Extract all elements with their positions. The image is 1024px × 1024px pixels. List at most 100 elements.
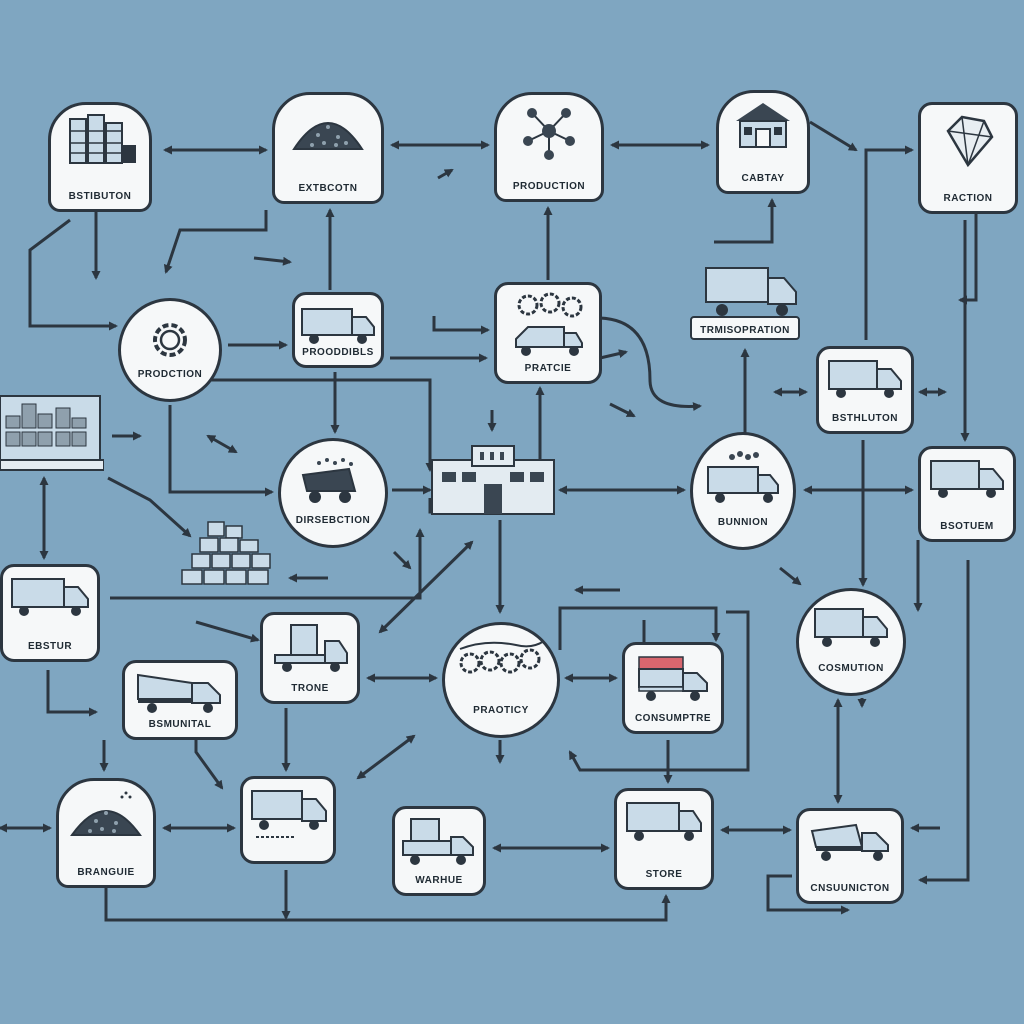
dump-truck-icon	[301, 458, 357, 503]
flow-arrow	[168, 405, 274, 497]
truck-icon	[930, 460, 1004, 498]
flow-arrow	[766, 874, 850, 915]
node-label: BSOTUEM	[940, 521, 994, 532]
flow-arrow	[107, 476, 192, 538]
node-consumption: CONSUMPTRE	[622, 642, 724, 734]
gears-truck-icon	[515, 292, 583, 356]
node-procedure: PROODDIBLS	[292, 292, 384, 368]
truck-icon	[707, 451, 779, 503]
node-label: DIRSEBCTION	[295, 515, 371, 526]
flow-arrow	[432, 316, 490, 335]
truck-icon	[274, 624, 348, 672]
node-label: COSMUTION	[818, 663, 884, 674]
flow-arrow	[568, 610, 750, 772]
flow-arrow	[104, 880, 671, 922]
node-ebstur: EBSTUR	[0, 564, 100, 662]
node-label: TRMISOPRATION	[700, 325, 790, 336]
molecule-icon	[523, 108, 575, 160]
flow-arrow	[194, 740, 224, 790]
warehouse-stacks-icon	[0, 395, 104, 471]
warehouse-boxes-icon	[69, 114, 136, 164]
flow-arrow	[206, 434, 238, 454]
boxes-stack-icon	[181, 521, 271, 585]
flow-arrow	[163, 210, 268, 274]
ore-pile-icon	[70, 791, 142, 836]
flow-arrow	[714, 198, 777, 244]
node-raction: RACTION	[918, 102, 1018, 214]
node-label: CNSUUNICTON	[810, 883, 890, 894]
node-label: CONSUMPTRE	[634, 713, 712, 724]
truck-icon	[638, 656, 708, 701]
node-label: WARHUE	[415, 875, 463, 886]
node-label: PRATCIE	[524, 363, 572, 374]
node-cosumtion: COSMUTION	[796, 588, 906, 696]
node-extraction-top: EXTBCOTN	[272, 92, 384, 204]
flow-arrow	[864, 145, 914, 340]
node-label: EXTBCOTN	[298, 183, 358, 194]
flow-arrow	[437, 168, 454, 180]
node-factory: PRAOTICY	[442, 622, 560, 738]
node-label: CABTAY	[741, 173, 785, 184]
flow-arrow	[599, 349, 628, 360]
flatbed-truck-icon	[137, 673, 221, 713]
node-label: BSTIBUTON	[68, 191, 132, 202]
dump-truck-icon	[810, 823, 889, 861]
node-bottom-right: BSOTUEM	[918, 446, 1016, 542]
gears-icon	[459, 640, 545, 674]
flow-arrow	[918, 560, 970, 885]
node-distribution-top: BSTIBUTON	[48, 102, 152, 212]
flow-arrow	[46, 670, 98, 717]
node-label: BSMUNITAL	[148, 719, 212, 730]
flow-arrow	[392, 550, 412, 570]
truck-icon	[705, 267, 797, 316]
node-label: PRODCTION	[137, 369, 203, 380]
flow-arrow	[28, 218, 118, 331]
node-label: TRONE	[291, 683, 329, 694]
flow-arrow	[609, 402, 636, 418]
node-label: STORE	[645, 869, 683, 880]
flow-arrow	[599, 316, 702, 412]
node-diversion: DIRSEBCTION	[278, 438, 388, 548]
ore-pile-icon	[292, 122, 364, 150]
truck-icon	[301, 308, 375, 344]
flow-arrow	[779, 566, 802, 586]
node-bsmunital: BSMUNITAL	[122, 660, 238, 740]
flow-arrow	[378, 540, 474, 634]
node-label: RACTION	[943, 193, 993, 204]
node-bottom-truck	[240, 776, 336, 864]
flow-arrow	[558, 606, 721, 650]
node-store: STORE	[614, 788, 714, 890]
node-label: EBSTUR	[27, 641, 73, 652]
node-transportation: TRMISOPRATION	[690, 316, 800, 340]
node-branguie: BRANGUIE	[56, 778, 156, 888]
truck-icon	[626, 802, 702, 841]
node-production-top: PRODUCTION	[494, 92, 604, 202]
truck-icon	[251, 790, 327, 838]
node-production-gear: PRODCTION	[118, 298, 222, 402]
node-tronie: TRONE	[260, 612, 360, 704]
node-warehouse: WARHUE	[392, 806, 486, 896]
warehouse-icon	[736, 103, 790, 148]
gear-icon	[153, 323, 187, 357]
node-bunnion: BUNNION	[690, 432, 796, 550]
node-consumption-bottom: CNSUUNICTON	[796, 808, 904, 904]
truck-icon	[828, 360, 902, 398]
node-distribution-right: BSTHLUTON	[816, 346, 914, 434]
node-label: BUNNION	[717, 517, 769, 528]
flow-arrow	[958, 214, 978, 305]
factory-icon	[431, 445, 555, 515]
node-label: PROODDIBLS	[302, 347, 374, 358]
node-label: BSTHLUTON	[832, 413, 898, 424]
node-cabtay: CABTAY	[716, 90, 810, 194]
truck-icon	[11, 578, 89, 616]
truck-icon	[814, 608, 888, 647]
gem-icon	[946, 115, 994, 168]
node-practice: PRATCIE	[494, 282, 602, 384]
flow-arrow	[809, 120, 858, 152]
node-label: PRAOTICY	[473, 705, 529, 716]
truck-icon	[402, 818, 474, 865]
flow-arrow	[253, 256, 292, 266]
node-label: BRANGUIE	[77, 867, 135, 878]
